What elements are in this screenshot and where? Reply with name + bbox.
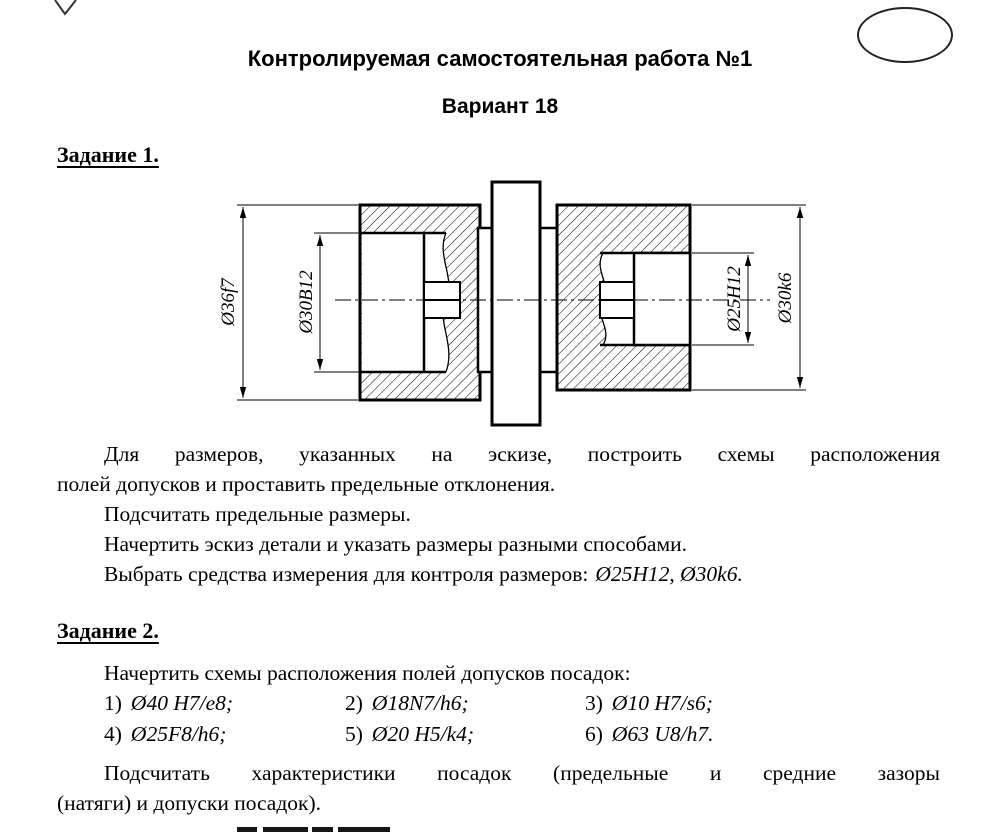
- variant-subtitle: Вариант 18: [441, 95, 559, 118]
- fit-item-5: 5) Ø20 H5/k4;: [345, 719, 585, 750]
- fits-list: 1) Ø40 H7/e8; 2) Ø18N7/h6; 3) Ø10 H7/s6; 4)…: [57, 688, 940, 750]
- center-flange: [476, 180, 559, 427]
- dim-label-36f7: Ø36f7: [218, 277, 239, 327]
- page-crop-artifact: [263, 827, 308, 832]
- right-hub-section: [555, 203, 692, 392]
- task1-paragraph-3: Начертить эскиз детали и указать размеры…: [104, 532, 687, 556]
- dimension-25H12: Ø25H12: [692, 252, 754, 346]
- task1-measure-lead: Выбрать средства измерения для контроля …: [104, 562, 589, 586]
- fit-item-3: 3) Ø10 H7/s6;: [585, 688, 940, 719]
- task1-paragraph-1-line-2: полей допусков и проставить предельные о…: [57, 472, 556, 496]
- scan-artifact-checkmark: [54, 0, 77, 16]
- task1-heading: Задание 1.: [57, 142, 159, 167]
- fit-item-value: Ø18N7/h6;: [371, 691, 469, 715]
- fit-item-value: Ø40 H7/e8;: [130, 691, 234, 715]
- page-crop-artifact: [312, 827, 333, 832]
- dimension-30k6: Ø30k6: [692, 204, 806, 391]
- technical-drawing: Ø36f7 Ø30B12 Ø25H12 Ø30k6: [218, 180, 806, 427]
- page-title: Контролируемая самостоятельная работа №1: [247, 46, 753, 71]
- dim-label-30k6: Ø30k6: [775, 272, 796, 324]
- dim-label-30B12: Ø30B12: [296, 270, 317, 335]
- fit-item-number: 6): [585, 722, 603, 746]
- task1-paragraph-1-line-1: Для размеров, указанных на эскизе, постр…: [104, 442, 940, 466]
- page-crop-artifact: [338, 827, 390, 832]
- fit-item-number: 2): [345, 691, 363, 715]
- fit-item-6: 6) Ø63 U8/h7.: [585, 719, 940, 750]
- dimension-30B12: Ø30B12: [296, 232, 362, 373]
- task2-outro-line-2: (натяги) и допуски посадок).: [57, 791, 322, 815]
- dimension-36f7: Ø36f7: [218, 204, 358, 401]
- task1-paragraph-2: Подсчитать предельные размеры.: [104, 502, 411, 526]
- task2-intro: Начертить схемы расположения полей допус…: [104, 661, 631, 685]
- task2-heading: Задание 2.: [57, 618, 159, 643]
- technical-drawing-area: Ø36f7 Ø30B12 Ø25H12 Ø30k6: [0, 170, 1000, 433]
- fit-item-value: Ø63 U8/h7.: [611, 722, 714, 746]
- fit-item-2: 2) Ø18N7/h6;: [345, 688, 585, 719]
- fit-item-value: Ø25F8/h6;: [130, 722, 227, 746]
- fit-item-number: 3): [585, 691, 603, 715]
- task1-measure-values: Ø25H12, Ø30k6.: [595, 562, 743, 586]
- fit-item-number: 1): [104, 691, 122, 715]
- fit-item-number: 5): [345, 722, 363, 746]
- task2-outro-line-1: Подсчитать характеристики посадок (преде…: [104, 761, 940, 785]
- page-crop-artifact: [237, 827, 257, 832]
- fit-item-value: Ø20 H5/k4;: [371, 722, 475, 746]
- fit-item-value: Ø10 H7/s6;: [611, 691, 713, 715]
- fit-item-4: 4) Ø25F8/h6;: [104, 719, 345, 750]
- left-hub-section: [358, 203, 482, 402]
- task1-paragraph-4: Выбрать средства измерения для контроля …: [57, 559, 940, 589]
- fit-item-number: 4): [104, 722, 122, 746]
- dim-label-25H12: Ø25H12: [724, 266, 745, 333]
- fit-item-1: 1) Ø40 H7/e8;: [104, 688, 345, 719]
- stamp-oval: [857, 7, 953, 63]
